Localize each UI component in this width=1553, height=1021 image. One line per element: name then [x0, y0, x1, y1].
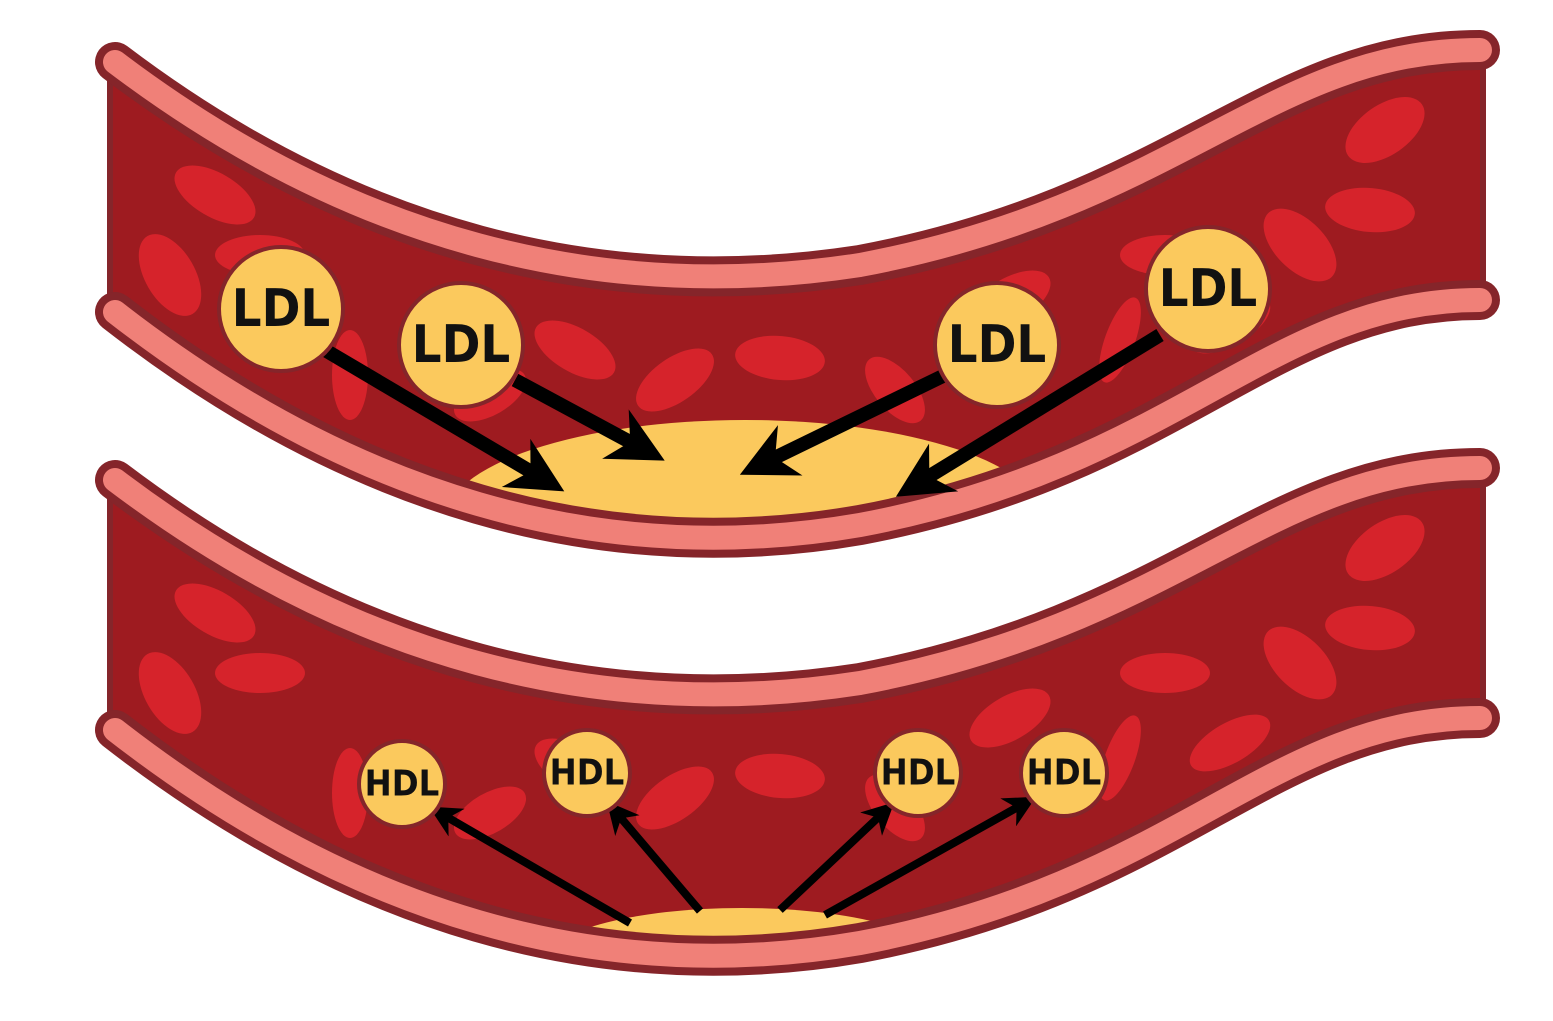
particle-label: LDL — [412, 315, 510, 375]
particle-circle — [217, 245, 345, 373]
ldl-particle: LDL — [933, 281, 1061, 409]
arrow — [895, 329, 1164, 497]
particle-circle — [1019, 728, 1109, 818]
red-blood-cell — [735, 753, 825, 799]
red-blood-cell — [174, 583, 256, 643]
red-blood-cell — [332, 748, 368, 838]
red-blood-cell — [453, 786, 527, 840]
arrow — [739, 368, 949, 476]
arrow — [511, 373, 665, 461]
particle-label: HDL — [1027, 753, 1102, 794]
red-blood-cell — [636, 766, 714, 830]
particle-circle — [542, 728, 632, 818]
arrow — [777, 802, 895, 913]
hdl-particle: HDL — [357, 739, 447, 829]
red-blood-cell — [1263, 626, 1337, 700]
hdl-particle: HDL — [542, 728, 632, 818]
red-blood-cell — [215, 653, 305, 693]
ldl-particle: LDL — [397, 281, 525, 409]
red-blood-cell — [865, 356, 925, 424]
particle-circle — [397, 281, 525, 409]
upper-artery-wall — [103, 38, 1492, 289]
particle-label: LDL — [232, 279, 330, 339]
particle-circle — [357, 739, 447, 829]
arrow — [606, 801, 704, 914]
lower-artery-wall — [103, 288, 1492, 550]
hdl-particle: HDL — [1019, 728, 1109, 818]
upper-artery-wall — [103, 456, 1492, 707]
particle-circle — [933, 281, 1061, 409]
arrow — [823, 796, 1037, 919]
arrow — [428, 806, 633, 927]
red-blood-cell — [534, 320, 616, 380]
red-blood-cell — [969, 688, 1051, 748]
particle-label: LDL — [1159, 259, 1257, 319]
red-blood-cell — [1345, 515, 1425, 581]
red-blood-cell — [1325, 605, 1415, 651]
red-blood-cell — [1345, 97, 1425, 163]
lower-artery-wall — [103, 706, 1492, 968]
red-blood-cell — [1189, 714, 1271, 772]
red-blood-cell — [1099, 715, 1141, 801]
red-blood-cell — [1263, 208, 1337, 282]
bottom-artery-hdl: HDL HDL HDL HDL — [95, 448, 1500, 976]
red-blood-cell — [1325, 187, 1415, 233]
red-blood-cell — [636, 348, 714, 412]
red-blood-cell — [138, 652, 202, 734]
red-blood-cell — [735, 335, 825, 381]
particle-label: LDL — [948, 315, 1046, 375]
particle-label: HDL — [550, 753, 625, 794]
particle-label: HDL — [881, 753, 956, 794]
red-blood-cell — [138, 234, 202, 316]
particle-circle — [873, 728, 963, 818]
ldl-particle: LDL — [1144, 225, 1272, 353]
ldl-particle: LDL — [217, 245, 345, 373]
hdl-particle: HDL — [873, 728, 963, 818]
red-blood-cell — [174, 165, 256, 225]
particle-label: HDL — [365, 764, 440, 805]
arrow — [321, 343, 565, 492]
particle-circle — [1144, 225, 1272, 353]
top-artery-ldl: LDL LDL LDL LDL — [95, 30, 1500, 558]
red-blood-cell — [1120, 653, 1210, 693]
